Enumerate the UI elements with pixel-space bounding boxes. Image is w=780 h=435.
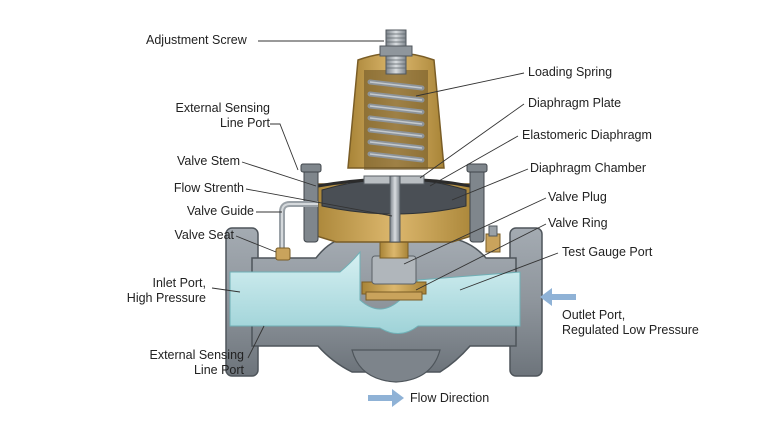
flow-direction-arrow [368, 389, 404, 407]
label-test-gauge-port: Test Gauge Port [562, 245, 653, 259]
label-external-sensing-top: External Sensing Line Port [175, 101, 270, 130]
label-elastomeric-diaphragm: Elastomeric Diaphragm [522, 128, 652, 142]
test-gauge-port-fitting [485, 225, 501, 253]
label-loading-spring: Loading Spring [528, 65, 613, 79]
label-diaphragm-chamber: Diaphragm Chamber [530, 161, 647, 175]
adjustment-screw [379, 29, 413, 75]
label-outlet-port: Outlet Port, Regulated Low Pressure [562, 308, 699, 337]
label-inlet-port: Inlet Port, High Pressure [126, 276, 206, 305]
label-valve-stem: Valve Stem [177, 154, 240, 168]
label-external-sensing-bottom: External Sensing Line Port [149, 348, 244, 377]
label-valve-ring: Valve Ring [548, 216, 608, 230]
label-diaphragm-plate: Diaphragm Plate [528, 96, 622, 110]
valve-stem [389, 175, 401, 243]
fluid-passage [229, 250, 521, 334]
label-flow-direction: Flow Direction [410, 391, 490, 405]
outlet-flow-arrow [540, 288, 576, 306]
label-valve-seat: Valve Seat [174, 228, 234, 242]
label-valve-guide: Valve Guide [186, 204, 254, 218]
leader-lines [211, 40, 559, 359]
label-valve-plug: Valve Plug [548, 190, 607, 204]
label-flow-strenth: Flow Strenth [173, 181, 244, 195]
label-adjustment-screw: Adjustment Screw [146, 33, 247, 47]
